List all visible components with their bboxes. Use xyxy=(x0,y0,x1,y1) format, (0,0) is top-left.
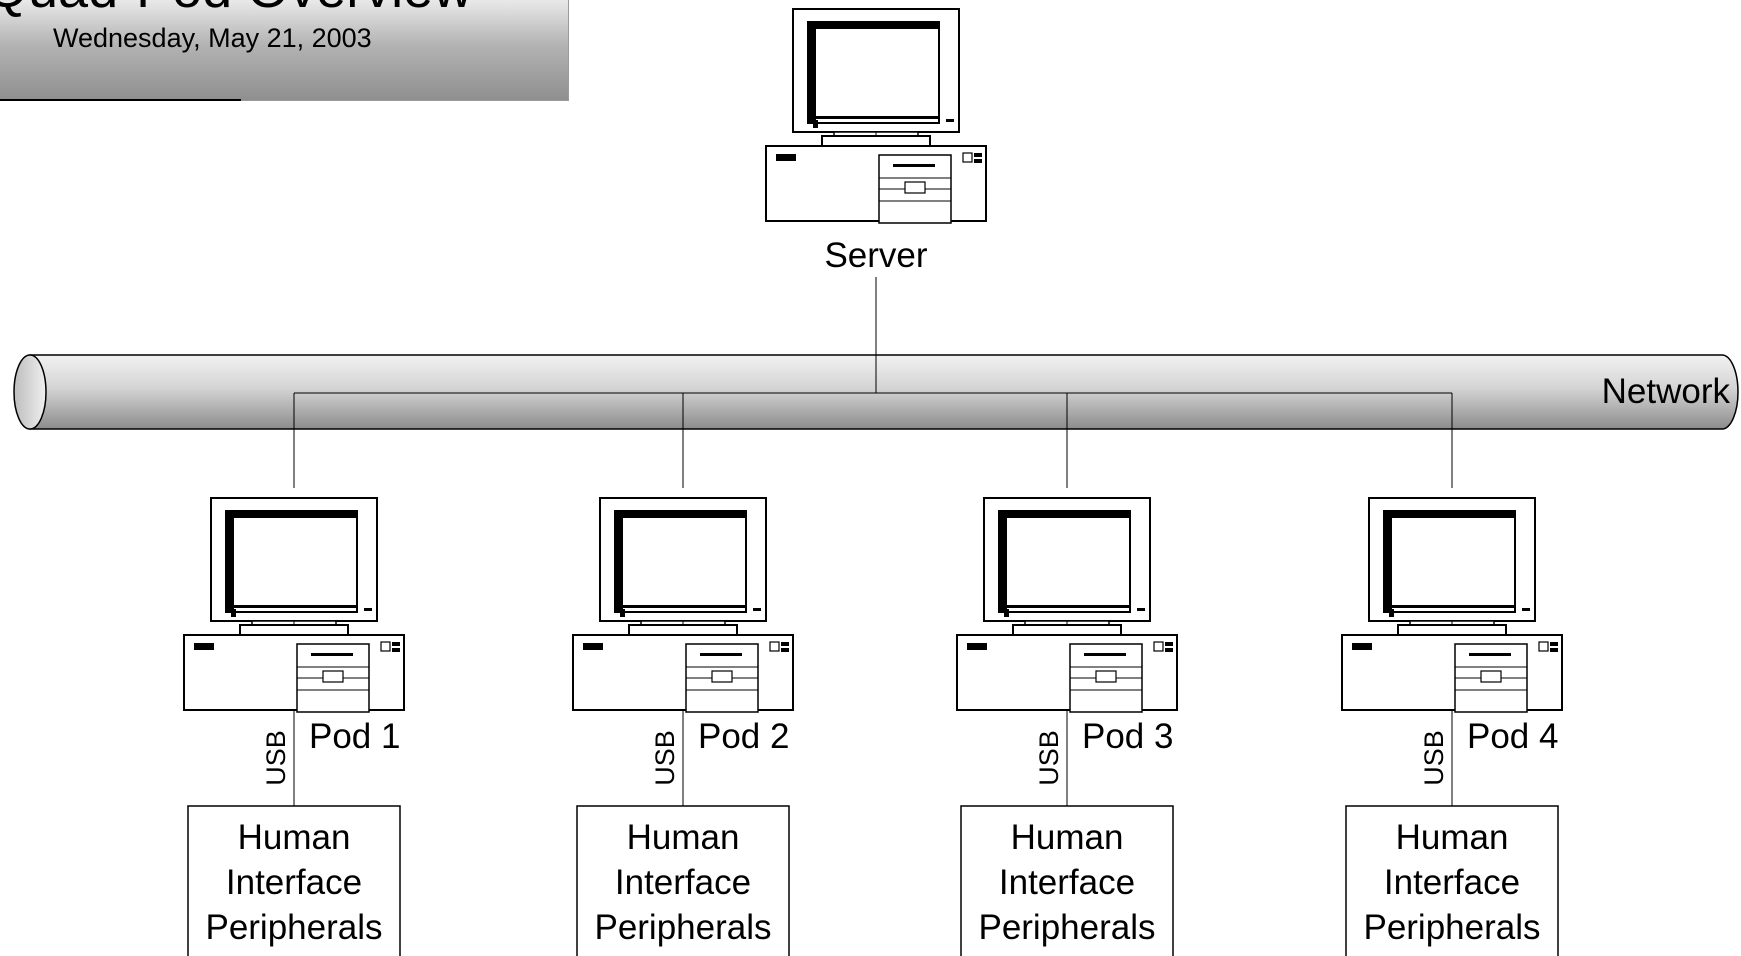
peripherals-line-3: Peripherals xyxy=(594,908,771,947)
pod-1-label: Pod 1 xyxy=(309,717,400,756)
peripherals-line-1: Human xyxy=(1011,818,1124,857)
page-date: Wednesday, May 21, 2003 xyxy=(53,23,372,53)
pod-3-peripherals-box: Human Interface Peripherals xyxy=(960,805,1174,956)
network-label: Network xyxy=(1602,372,1731,411)
peripherals-line-3: Peripherals xyxy=(205,908,382,947)
pod-4-computer-icon xyxy=(1341,497,1563,713)
peripherals-line-2: Interface xyxy=(1384,863,1520,902)
peripherals-line-1: Human xyxy=(627,818,740,857)
pod-2-peripherals-box: Human Interface Peripherals xyxy=(576,805,790,956)
peripherals-line-3: Peripherals xyxy=(978,908,1155,947)
pod-1-computer-icon xyxy=(183,497,405,713)
title-banner: Quad-Pod Overview Wednesday, May 21, 200… xyxy=(0,0,569,101)
network-pipe xyxy=(13,354,1739,430)
page-title: Quad-Pod Overview xyxy=(0,0,472,16)
title-underline xyxy=(0,99,241,101)
pod-4-peripherals-box: Human Interface Peripherals xyxy=(1345,805,1559,956)
pod-1-peripherals-box: Human Interface Peripherals xyxy=(187,805,401,956)
pod-1-usb-label: USB xyxy=(261,730,291,786)
server-label: Server xyxy=(824,236,927,275)
network-links xyxy=(293,277,1453,806)
peripherals-line-1: Human xyxy=(1396,818,1509,857)
peripherals-line-2: Interface xyxy=(226,863,362,902)
pod-2-computer-icon xyxy=(572,497,794,713)
pod-4-label: Pod 4 xyxy=(1467,717,1558,756)
peripherals-line-2: Interface xyxy=(999,863,1135,902)
peripherals-line-1: Human xyxy=(238,818,351,857)
pod-2-label: Pod 2 xyxy=(698,717,789,756)
pod-3-computer-icon xyxy=(956,497,1178,713)
pod-2-usb-label: USB xyxy=(650,730,680,786)
pod-3-label: Pod 3 xyxy=(1082,717,1173,756)
server-computer-icon xyxy=(765,8,987,224)
peripherals-line-3: Peripherals xyxy=(1363,908,1540,947)
pod-4-usb-label: USB xyxy=(1419,730,1449,786)
peripherals-line-2: Interface xyxy=(615,863,751,902)
pod-3-usb-label: USB xyxy=(1034,730,1064,786)
